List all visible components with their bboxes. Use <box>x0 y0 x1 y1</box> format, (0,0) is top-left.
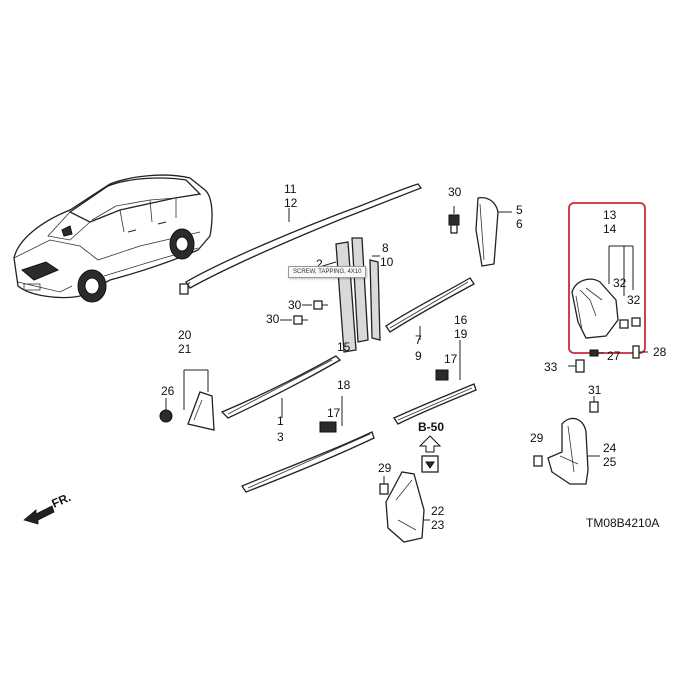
reference-b50 <box>418 435 442 473</box>
callout-30-a: 30 <box>288 298 302 312</box>
front-mudguard <box>379 471 430 543</box>
callout-29-b: 29 <box>378 461 392 475</box>
callout-14: 14 <box>603 222 617 236</box>
callout-31: 31 <box>588 383 602 397</box>
callout-8: 8 <box>382 241 389 255</box>
callout-19: 19 <box>454 327 468 341</box>
callout-20: 20 <box>178 328 192 342</box>
callout-30-b: 30 <box>266 312 280 326</box>
callout-33: 33 <box>544 360 558 374</box>
reference-label: B-50 <box>418 420 444 434</box>
side-sill-molding <box>241 396 375 493</box>
callout-6: 6 <box>516 217 523 231</box>
callout-17-b: 17 <box>444 352 458 366</box>
callout-2: 2 <box>316 257 323 271</box>
callout-30-c: 30 <box>448 185 462 199</box>
front-direction-arrow <box>23 505 55 525</box>
callout-29-a: 29 <box>530 431 544 445</box>
callout-1: 1 <box>277 414 284 428</box>
callout-13: 13 <box>603 208 617 222</box>
callout-18: 18 <box>337 378 351 392</box>
rear-door-molding <box>385 277 475 340</box>
callout-23: 23 <box>431 518 445 532</box>
callout-12: 12 <box>284 196 298 210</box>
callout-26: 26 <box>161 384 175 398</box>
pillar-garnish <box>315 237 381 353</box>
callout-28: 28 <box>653 345 667 359</box>
callout-32-a: 32 <box>613 276 627 290</box>
callout-15: 15 <box>337 340 351 354</box>
rear-sill-molding <box>393 340 477 425</box>
car-illustration <box>13 174 213 303</box>
clip-31 <box>589 396 599 413</box>
callout-10: 10 <box>380 255 394 269</box>
screw-30-top <box>448 206 460 234</box>
mirror-garnish <box>159 369 215 431</box>
callout-32-b: 32 <box>627 293 641 307</box>
callout-11: 11 <box>284 182 297 196</box>
callout-16: 16 <box>454 313 468 327</box>
diagram-code: TM08B4210A <box>586 516 659 530</box>
callout-3: 3 <box>277 430 284 444</box>
roof-molding <box>179 183 423 295</box>
rear-mudguard <box>533 417 600 485</box>
direction-label: FR. <box>50 490 73 511</box>
callout-7: 7 <box>415 333 422 347</box>
callout-22: 22 <box>431 504 445 518</box>
callout-25: 25 <box>603 455 617 469</box>
callout-21: 21 <box>178 342 192 356</box>
part-tooltip: SCREW, TAPPING, 4X10 <box>288 266 367 278</box>
mudguard-fender-part <box>571 245 641 339</box>
callout-9: 9 <box>415 349 422 363</box>
highlight-box <box>568 202 646 354</box>
callout-17-a: 17 <box>327 406 341 420</box>
callout-5: 5 <box>516 203 523 217</box>
screw-30-group <box>280 300 328 325</box>
rear-pillar-garnish <box>475 196 512 267</box>
door-molding <box>220 355 342 419</box>
fasteners-27-28-33 <box>568 345 648 373</box>
callout-24: 24 <box>603 441 617 455</box>
callout-27: 27 <box>607 349 621 363</box>
